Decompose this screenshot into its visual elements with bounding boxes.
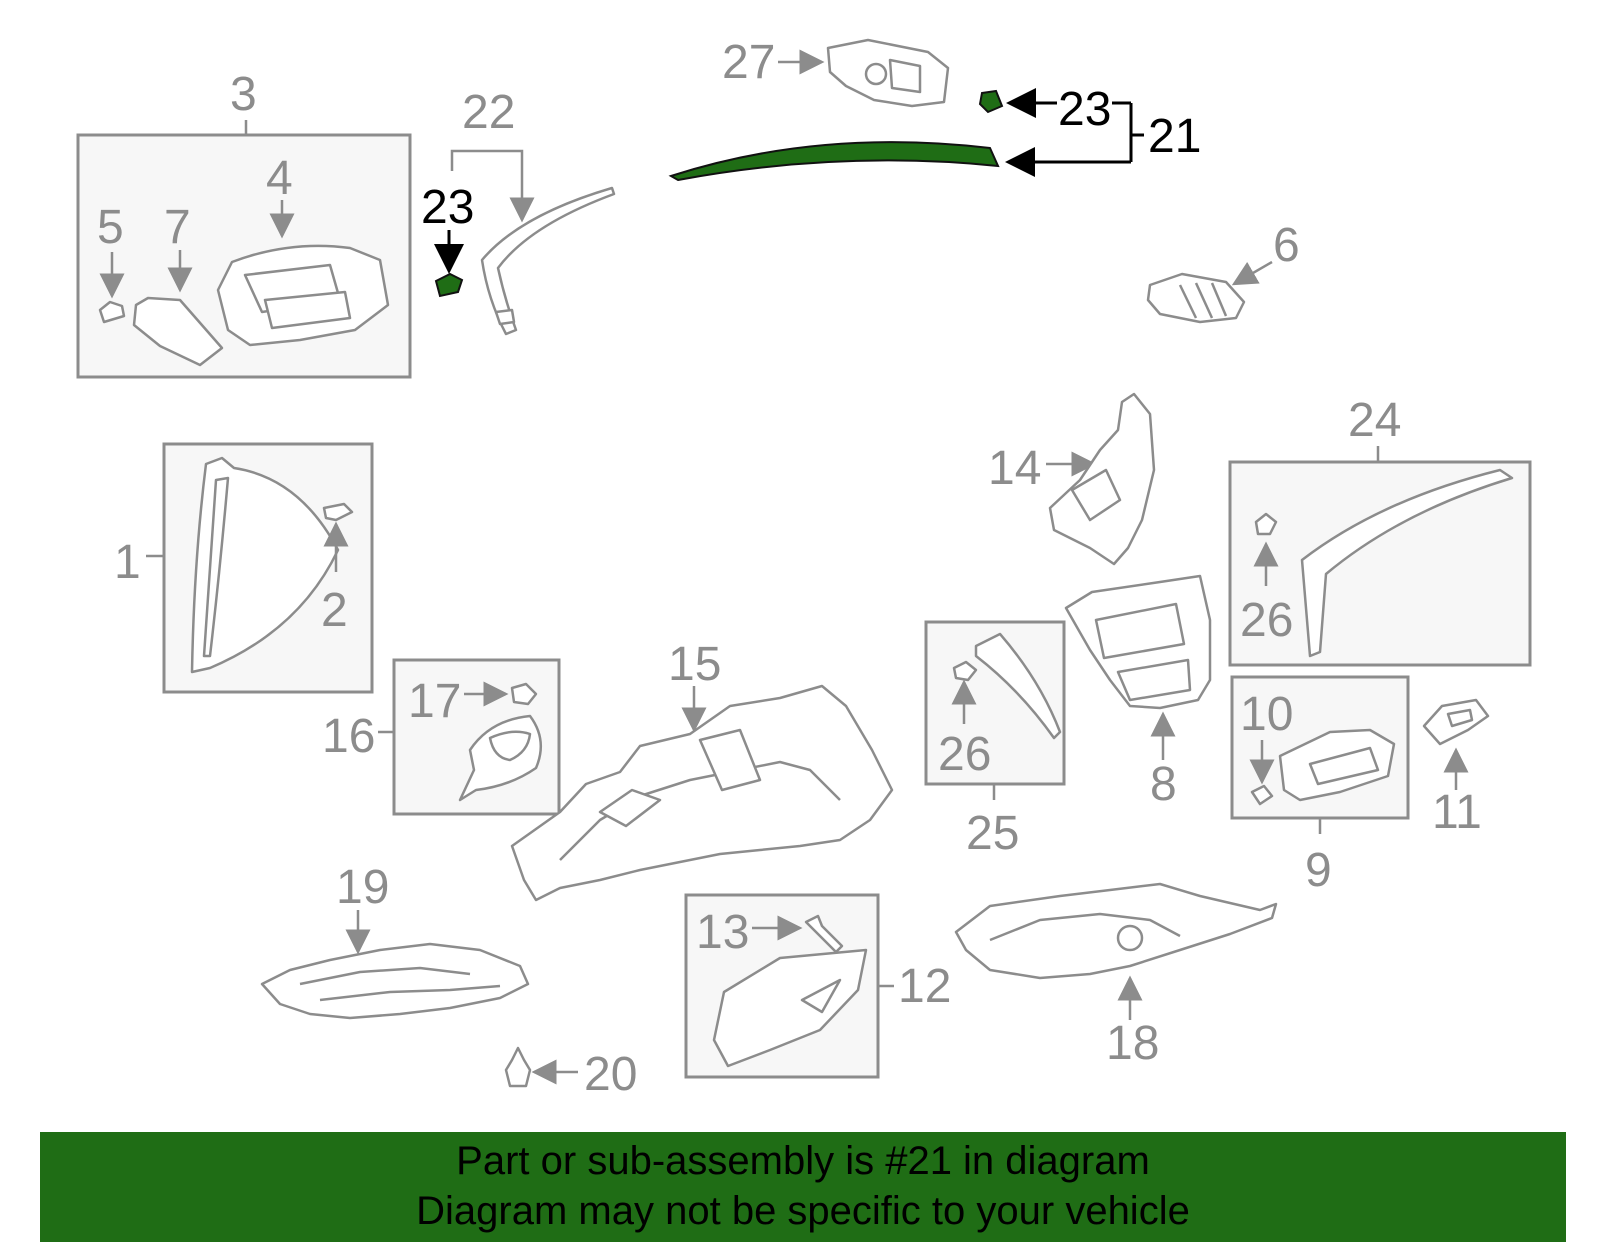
part-10-clip[interactable] — [1250, 784, 1274, 806]
part-12-knee-panel[interactable] — [712, 948, 868, 1068]
part-14-group: 14 — [988, 392, 1156, 566]
part-6-air-vent[interactable] — [1146, 272, 1246, 324]
callout-11: 11 — [1432, 786, 1482, 839]
part-17-clip[interactable] — [510, 682, 538, 706]
group-box-9: 9 10 — [1230, 675, 1410, 897]
callout-25: 25 — [966, 807, 1019, 860]
callout-8: 8 — [1150, 758, 1177, 811]
callout-7: 7 — [164, 201, 191, 254]
callout-23-right: 23 — [1058, 83, 1111, 136]
part-6-group: 6 — [1146, 219, 1300, 324]
callout-18: 18 — [1106, 1017, 1159, 1070]
callout-10: 10 — [1240, 688, 1293, 741]
footer-line-2: Diagram may not be specific to your vehi… — [416, 1189, 1190, 1233]
part-11-group: 11 — [1422, 698, 1490, 839]
part-22-pillar-garnish[interactable] — [480, 186, 616, 336]
part-23-left-group: 23 — [421, 181, 474, 298]
callout-12: 12 — [898, 960, 951, 1013]
part-1-quarter-trim[interactable] — [190, 456, 340, 674]
callout-26-right: 26 — [1240, 594, 1293, 647]
callout-21: 21 — [1148, 110, 1201, 163]
group-box-24: 24 26 — [1228, 394, 1532, 667]
group-box-16: 16 17 — [322, 658, 561, 816]
part-27-console-bracket[interactable] — [826, 38, 950, 108]
part-15-group: 15 — [510, 638, 894, 902]
part-25-trim-strip[interactable] — [974, 632, 1062, 740]
part-26-clip-right[interactable] — [1254, 512, 1278, 536]
callout-16: 16 — [322, 710, 375, 763]
part-21-roof-trim[interactable] — [668, 141, 1000, 182]
part-21-group: 23 21 — [668, 83, 1201, 182]
callout-1: 1 — [114, 536, 141, 589]
footer-banner: Part or sub-assembly is #21 in diagram D… — [40, 1132, 1566, 1242]
part-24-pillar-garnish[interactable] — [1300, 468, 1514, 658]
callout-19: 19 — [336, 861, 389, 914]
part-8-group: 8 — [1064, 574, 1212, 811]
callout-9: 9 — [1305, 844, 1332, 897]
callout-5: 5 — [97, 201, 124, 254]
callout-13: 13 — [696, 906, 749, 959]
callout-6: 6 — [1273, 219, 1300, 272]
group-box-3: 3 4 7 5 — [76, 68, 412, 379]
part-19-floor-insulator[interactable] — [260, 942, 530, 1020]
callout-4: 4 — [266, 152, 293, 205]
callout-20: 20 — [584, 1048, 637, 1101]
group-box-25: 25 26 — [924, 620, 1066, 860]
part-5-clip[interactable] — [98, 300, 126, 324]
part-27-group: 27 — [722, 36, 950, 108]
callout-2: 2 — [321, 584, 348, 637]
callout-23-left: 23 — [421, 181, 474, 234]
part-23-clip-right[interactable] — [978, 89, 1004, 114]
footer-line-1: Part or sub-assembly is #21 in diagram — [456, 1139, 1150, 1183]
part-26-clip-left[interactable] — [952, 660, 978, 682]
part-19-group: 19 — [260, 861, 530, 1020]
part-20-push-clip[interactable] — [504, 1046, 532, 1088]
part-13-screw[interactable] — [804, 914, 844, 954]
callout-22: 22 — [462, 86, 515, 139]
callout-27: 27 — [722, 36, 775, 89]
group-box-1: 1 2 — [114, 442, 374, 694]
part-7-trim-piece[interactable] — [132, 296, 224, 367]
part-20-group: 20 — [504, 1046, 637, 1101]
callout-26-left: 26 — [938, 728, 991, 781]
callout-14: 14 — [988, 442, 1041, 495]
part-2-clip[interactable] — [322, 502, 354, 522]
callout-24: 24 — [1348, 394, 1401, 447]
part-18-group: 18 — [954, 882, 1278, 1070]
callout-3: 3 — [230, 68, 257, 121]
callout-15: 15 — [668, 638, 721, 691]
group-box-12: 12 13 — [684, 893, 951, 1079]
callout-17: 17 — [408, 675, 461, 728]
part-23-clip-left[interactable] — [434, 272, 464, 298]
part-22-group: 22 — [450, 86, 616, 336]
